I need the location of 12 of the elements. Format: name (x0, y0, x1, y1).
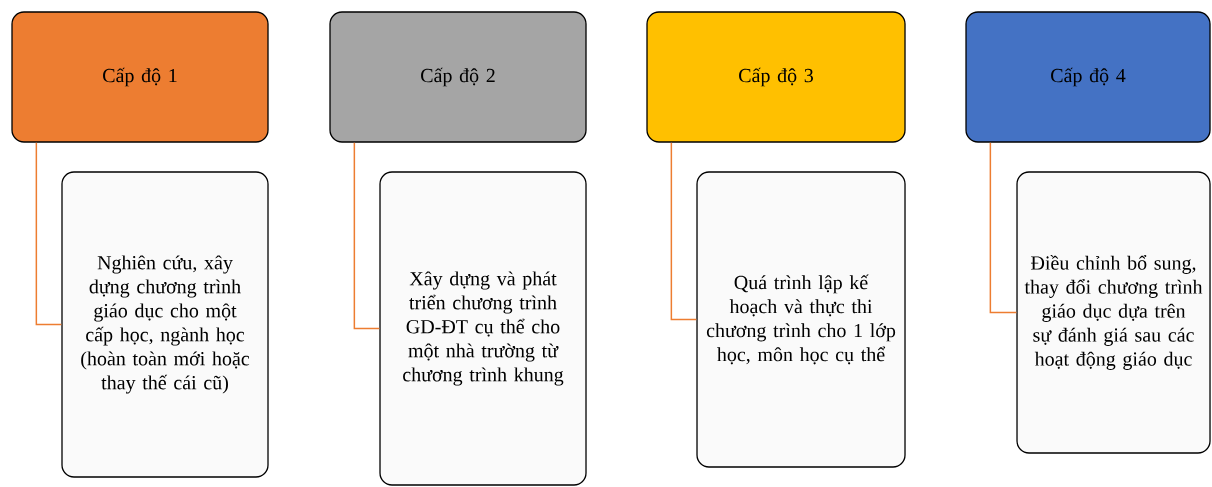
level-box: Cấp độ 2 (329, 11, 587, 143)
connector-line (35, 141, 63, 326)
connector-line (989, 141, 1018, 314)
description-box: Nghiên cứu, xây dựng chương trình giáo dục cho một cấp học, ngành học (hoàn toàn mới hoặc thay thế cái cũ) (61, 171, 269, 478)
description-box: Xây dựng và phát triển chương trình GD-ĐT cụ thể cho một nhà trường từ chương trình khung (379, 171, 587, 486)
level-box: Cấp độ 4 (965, 11, 1211, 143)
connector-line (670, 141, 698, 321)
connector-line (353, 141, 381, 330)
level-box: Cấp độ 1 (11, 11, 269, 143)
description-box: Quá trình lập kế hoạch và thực thi chương trình cho 1 lớp học, môn học cụ thể (696, 171, 906, 468)
description-box: Điều chỉnh bổ sung, thay đổi chương trình giáo dục dựa trên sự đánh giá sau các hoạt động giáo dục (1016, 171, 1211, 454)
level-box: Cấp độ 3 (646, 11, 906, 143)
